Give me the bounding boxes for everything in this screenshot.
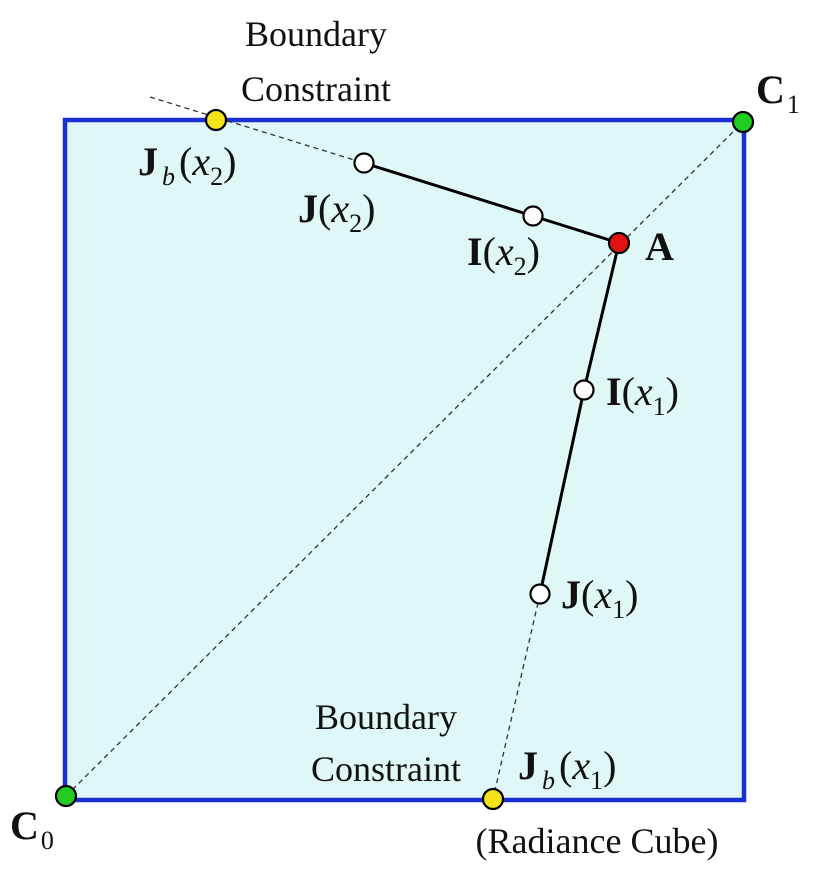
label-i-x2: I(x2) — [467, 229, 540, 281]
extension-line-x1 — [492, 593, 541, 800]
extension-line-x2 — [149, 96, 365, 164]
radiance-cube-caption: (Radiance Cube) — [476, 821, 719, 861]
point-j-x1 — [529, 583, 551, 605]
boundary-constraint-bottom-line1: Boundary — [315, 697, 457, 737]
point-i-x2 — [522, 205, 544, 227]
label-a: A — [645, 224, 674, 269]
diagonal-dashed-line — [65, 121, 744, 797]
label-j-x1: J(x1) — [561, 572, 638, 624]
corner-point-c0 — [54, 784, 78, 808]
label-c1: C1 — [756, 67, 800, 119]
label-j-x2: J(x2) — [298, 186, 375, 238]
boundary-constraint-top-line2: Constraint — [241, 69, 391, 109]
corner-point-c1 — [731, 110, 755, 134]
point-j-x2 — [353, 152, 375, 174]
label-c0: C0 — [10, 803, 54, 855]
point-i-x1 — [573, 379, 595, 401]
label-i-x1: I(x1) — [606, 369, 679, 421]
boundary-constraint-top-line1: Boundary — [245, 14, 387, 54]
boundary-point-bottom — [481, 787, 505, 811]
boundary-constraint-bottom-line2: Constraint — [311, 749, 461, 789]
radiance-cube — [62, 117, 747, 803]
boundary-point-top — [204, 108, 228, 132]
point-a — [607, 231, 631, 255]
